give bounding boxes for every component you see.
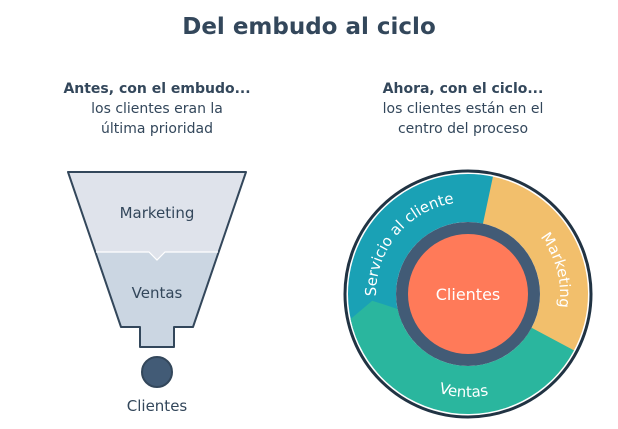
flywheel: Marketing Ventas Servicio al cliente Cli… [343, 169, 593, 419]
left-subtitle-1: los clientes eran la [91, 101, 223, 117]
segment-label-ventas: Ventas [438, 379, 490, 401]
clientes-dot [141, 356, 173, 388]
left-heading: Antes, con el embudo... [63, 81, 250, 97]
funnel-label-ventas: Ventas [132, 284, 183, 302]
funnel-output-label: Clientes [127, 397, 188, 415]
right-subtitle-1: los clientes están en el [383, 101, 544, 117]
funnel-ventas-section [96, 252, 218, 347]
segment-ventas [350, 300, 574, 415]
funnel-marketing-section [68, 172, 246, 260]
page-title: Del embudo al ciclo [182, 14, 436, 40]
funnel-label-marketing: Marketing [120, 204, 195, 222]
center-label: Clientes [436, 285, 501, 304]
left-subtitle-2: última prioridad [101, 121, 213, 137]
right-subtitle-2: centro del proceso [398, 121, 528, 137]
segment-marketing [482, 176, 589, 379]
right-heading: Ahora, con el ciclo... [383, 81, 544, 97]
funnel: Marketing Ventas Clientes [67, 171, 247, 415]
segment-servicio [347, 174, 501, 345]
center-circle [408, 234, 528, 354]
